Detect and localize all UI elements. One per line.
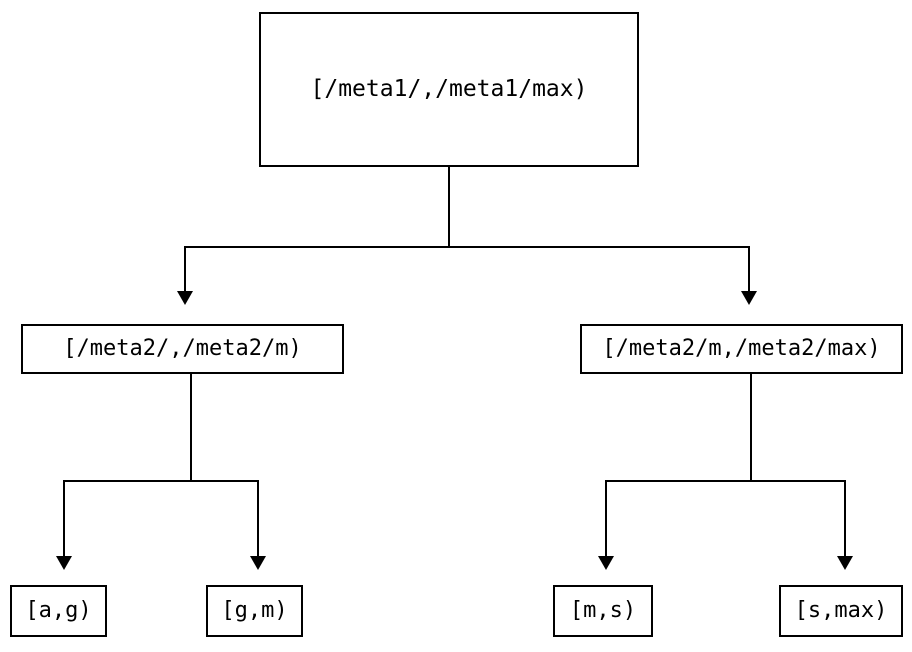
- node-root[interactable]: [/meta1/,/meta1/max): [259, 12, 639, 167]
- node-leaf-gm-label: [g,m): [221, 598, 288, 623]
- node-leaf-smax[interactable]: [s,max): [779, 585, 903, 637]
- node-leaf-ag-label: [a,g): [25, 598, 92, 623]
- node-leaf-ms[interactable]: [m,s): [553, 585, 653, 637]
- arrowhead-mid-right-to-leaf-ms: [598, 556, 614, 570]
- edge-mid-left-stem: [190, 374, 192, 482]
- arrowhead-root-to-mid-right: [741, 291, 757, 305]
- edge-mid-right-to-leaf-ms: [605, 480, 607, 557]
- node-leaf-smax-label: [s,max): [794, 598, 888, 623]
- arrowhead-mid-left-to-leaf-ag: [56, 556, 72, 570]
- edge-mid-left-bus: [63, 480, 259, 482]
- edge-mid-right-to-leaf-smax: [844, 480, 846, 557]
- edge-mid-right-stem: [750, 374, 752, 482]
- edge-mid-right-bus: [605, 480, 846, 482]
- edge-root-to-mid-right: [748, 246, 750, 292]
- node-leaf-ms-label: [m,s): [569, 598, 637, 623]
- node-root-label: [/meta1/,/meta1/max): [310, 76, 588, 102]
- node-leaf-gm[interactable]: [g,m): [206, 585, 303, 637]
- edge-root-bus: [184, 246, 750, 248]
- edge-root-to-mid-left: [184, 246, 186, 292]
- edge-mid-left-to-leaf-gm: [257, 480, 259, 557]
- arrowhead-root-to-mid-left: [177, 291, 193, 305]
- node-mid-left[interactable]: [/meta2/,/meta2/m): [21, 324, 344, 374]
- edge-root-stem: [448, 167, 450, 248]
- node-mid-right[interactable]: [/meta2/m,/meta2/max): [580, 324, 903, 374]
- node-mid-right-label: [/meta2/m,/meta2/max): [602, 336, 881, 361]
- node-leaf-ag[interactable]: [a,g): [10, 585, 107, 637]
- arrowhead-mid-right-to-leaf-smax: [837, 556, 853, 570]
- edge-mid-left-to-leaf-ag: [63, 480, 65, 557]
- arrowhead-mid-left-to-leaf-gm: [250, 556, 266, 570]
- node-mid-left-label: [/meta2/,/meta2/m): [63, 336, 302, 361]
